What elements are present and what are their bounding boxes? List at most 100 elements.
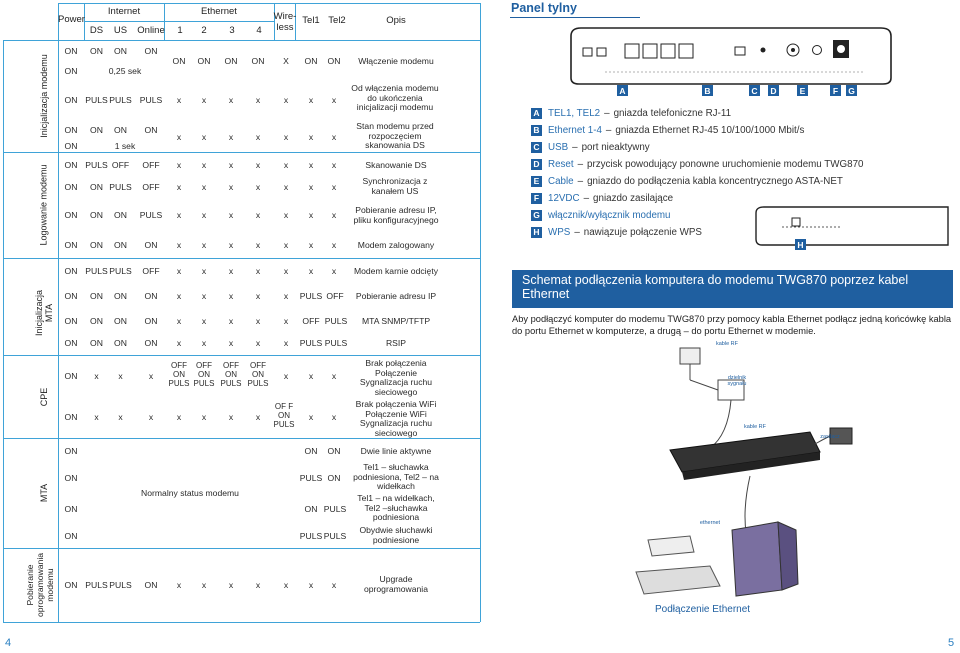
r8-wireless: x xyxy=(283,210,289,220)
r9-desc: Modem zalogowany xyxy=(357,240,435,250)
r14-eth3: OFF ON PULS xyxy=(220,361,242,388)
r15-tel1: x xyxy=(308,412,314,422)
panel-title-rule xyxy=(510,17,640,18)
legend-letter-h: H xyxy=(531,226,542,238)
r15-ds: x xyxy=(94,412,99,422)
r20-eth1: x xyxy=(176,580,182,590)
port-letter-h: H xyxy=(795,239,806,250)
r12-eth3: x xyxy=(228,316,234,326)
legend-row-d: D Reset– przycisk powodujący ponowne uru… xyxy=(531,156,864,172)
section-init: Inicjalizacja modemu xyxy=(39,54,50,138)
r14-wireless: x xyxy=(283,371,289,381)
r6-ds: PULS xyxy=(85,160,108,170)
r15-eth3: x xyxy=(228,412,234,422)
r6-eth4: x xyxy=(255,160,261,170)
header-ethernet: Ethernet xyxy=(201,6,237,17)
label-power-supply: zasilacz xyxy=(820,434,840,440)
r12-desc: MTA SNMP/TFTP xyxy=(361,316,431,326)
label-rf-cable-2: kable RF xyxy=(743,424,766,430)
r1-wireless: X xyxy=(283,56,289,66)
r14-tel1: x xyxy=(308,371,314,381)
legend-desc-b: gniazda Ethernet RJ-45 10/100/1000 Mbit/… xyxy=(615,124,805,136)
legend-letter-e: E xyxy=(531,175,542,187)
r10-online: OFF xyxy=(142,266,160,276)
legend-row-h: H WPS– nawiązuje połączenie WPS xyxy=(531,224,702,240)
r6-tel1: x xyxy=(308,160,314,170)
legend-term-b: Ethernet 1-4 xyxy=(548,124,602,136)
r9-online: ON xyxy=(144,240,158,250)
header-online: Online xyxy=(137,25,165,36)
r17-power: ON xyxy=(64,473,78,483)
r15-tel2: x xyxy=(331,412,337,422)
r3-tel2: x xyxy=(331,95,337,105)
r12-eth1: x xyxy=(176,316,182,326)
r3-wireless: x xyxy=(283,95,289,105)
r10-ds: PULS xyxy=(85,266,108,276)
r14-ds: x xyxy=(94,371,99,381)
r13-eth1: x xyxy=(176,338,182,348)
r11-eth1: x xyxy=(176,291,182,301)
r15-eth1: x xyxy=(176,412,182,422)
header-power: Power xyxy=(58,14,85,25)
r10-power: ON xyxy=(64,266,78,276)
r3-tel1: x xyxy=(308,95,314,105)
legend-letter-b: B xyxy=(531,124,542,136)
r7-tel1: x xyxy=(308,182,314,192)
r4-eth4: x xyxy=(255,132,261,142)
r11-tel2: OFF xyxy=(326,291,344,301)
r20-desc: Upgrade oprogramowania xyxy=(363,574,428,594)
r11-tel1: PULS xyxy=(299,291,323,301)
r3-ds: PULS xyxy=(85,95,108,105)
r6-wireless: x xyxy=(283,160,289,170)
r4-power: ON xyxy=(64,125,78,135)
r4-us: ON xyxy=(114,125,127,135)
section-mta: MTA xyxy=(39,483,49,503)
r11-eth4: x xyxy=(255,291,261,301)
r15-eth4: x xyxy=(255,412,261,422)
r8-tel1: x xyxy=(308,210,314,220)
header-internet: Internet xyxy=(107,6,141,17)
r1-eth2: ON xyxy=(197,56,211,66)
r13-power: ON xyxy=(64,338,78,348)
r6-desc: Skanowanie DS xyxy=(365,160,427,170)
legend-row-c: C USB– port nieaktywny xyxy=(531,139,650,155)
legend-term-f: 12VDC xyxy=(548,192,580,204)
r9-eth3: x xyxy=(228,240,234,250)
diagram-caption: Podłączenie Ethernet xyxy=(655,604,751,615)
r17-tel2: ON xyxy=(327,473,341,483)
r3-eth2: x xyxy=(201,95,207,105)
r12-eth4: x xyxy=(255,316,261,326)
legend-row-f: F 12VDC– gniazdo zasilające xyxy=(531,190,673,206)
r11-us: ON xyxy=(114,291,127,301)
r14-online: x xyxy=(148,371,154,381)
connection-diagram xyxy=(635,347,853,597)
r8-power: ON xyxy=(64,210,78,220)
r4-wireless: x xyxy=(283,132,289,142)
r19-power: ON xyxy=(64,531,78,541)
r11-eth3: x xyxy=(228,291,234,301)
legend-row-g: G włącznik/wyłącznik modemu xyxy=(531,207,671,223)
legend-letter-d: D xyxy=(531,158,542,170)
r11-eth2: x xyxy=(201,291,207,301)
r14-eth2: OFF ON PULS xyxy=(193,361,215,388)
r3-eth3: x xyxy=(228,95,234,105)
legend-desc-h: nawiązuje połączenie WPS xyxy=(583,226,702,238)
r8-eth4: x xyxy=(255,210,261,220)
r13-tel2: PULS xyxy=(324,338,348,348)
mta-normal-status: Normalny status modemu xyxy=(141,488,239,498)
r3-us: PULS xyxy=(109,95,132,105)
header-tel1: Tel1 xyxy=(302,15,320,26)
r4-eth2: x xyxy=(201,132,207,142)
r1-eth4: ON xyxy=(251,56,265,66)
legend-desc-f: gniazdo zasilające xyxy=(593,192,674,204)
header-wireless: Wire- less xyxy=(273,11,297,33)
r10-us: PULS xyxy=(109,266,132,276)
r14-eth1: OFF ON PULS xyxy=(168,361,190,388)
r17-desc: Tel1 – słuchawka podniesiona, Tel2 – na … xyxy=(353,462,439,491)
r1-eth3: ON xyxy=(224,56,238,66)
r11-wireless: x xyxy=(283,291,289,301)
r20-tel2: x xyxy=(331,580,337,590)
legend-desc-e: gniazdo do podłączenia kabla koncentrycz… xyxy=(587,175,843,187)
r7-online: OFF xyxy=(142,182,160,192)
r9-ds: ON xyxy=(90,240,103,250)
